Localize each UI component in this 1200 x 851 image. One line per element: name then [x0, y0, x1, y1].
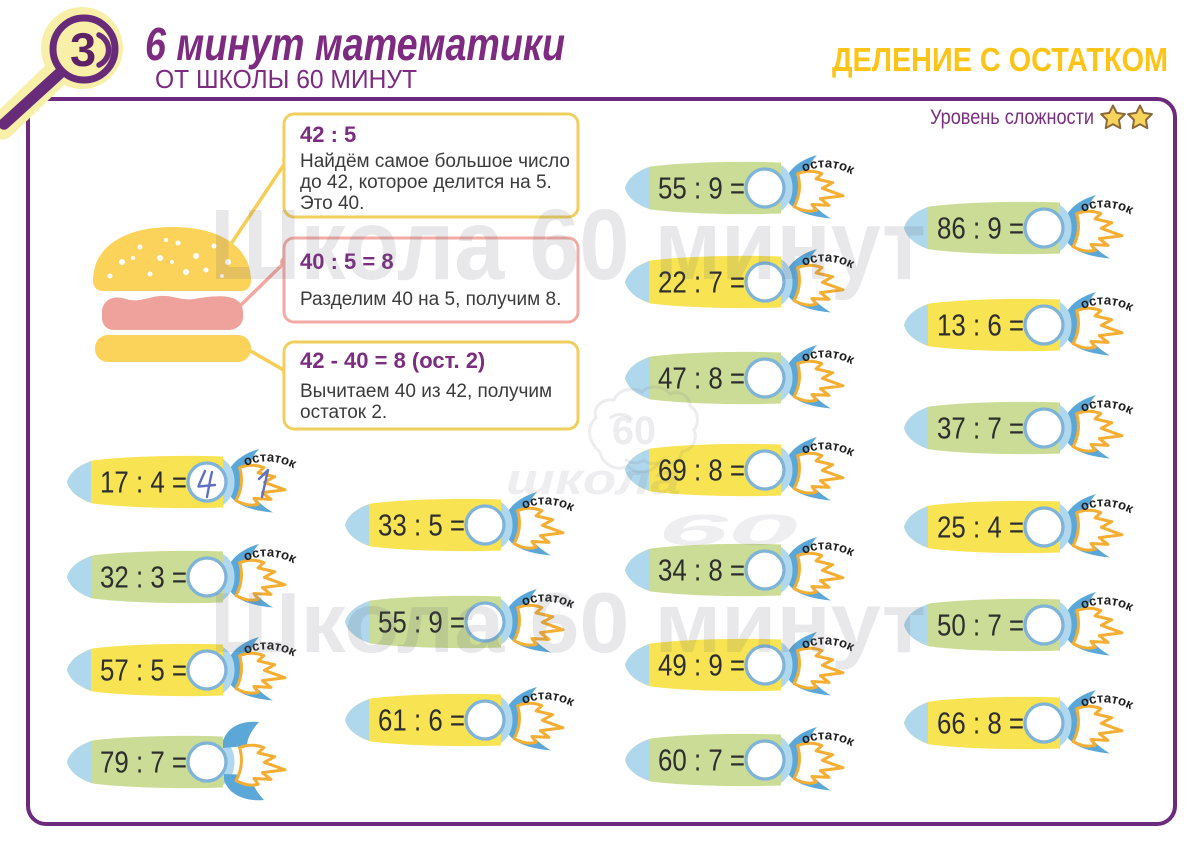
svg-text:17 : 4 =: 17 : 4 = — [100, 465, 187, 500]
svg-text:42 : 5: 42 : 5 — [300, 122, 356, 147]
svg-text:69 : 8 =: 69 : 8 = — [658, 453, 745, 488]
svg-text:Разделим 40 на 5, получим 8.: Разделим 40 на 5, получим 8. — [300, 289, 561, 310]
svg-text:37 : 7 =: 37 : 7 = — [937, 411, 1024, 446]
svg-text:6 минут математики: 6 минут математики — [145, 18, 565, 70]
svg-text:42 - 40 = 8 (ост. 2): 42 - 40 = 8 (ост. 2) — [300, 348, 485, 373]
svg-text:60: 60 — [658, 506, 799, 555]
svg-text:40 : 5 = 8: 40 : 5 = 8 — [300, 249, 394, 274]
svg-text:22 : 7 =: 22 : 7 = — [658, 265, 745, 300]
svg-text:49 : 9 =: 49 : 9 = — [658, 648, 745, 683]
svg-text:33 : 5 =: 33 : 5 = — [378, 508, 465, 543]
svg-text:школа: школа — [506, 455, 681, 504]
svg-text:57 : 5 =: 57 : 5 = — [100, 653, 187, 688]
svg-text:ДЕЛЕНИЕ С ОСТАТКОМ: ДЕЛЕНИЕ С ОСТАТКОМ — [832, 41, 1168, 78]
svg-text:Школа 60 минут: Школа 60 минут — [210, 189, 926, 301]
svg-text:55 : 9 =: 55 : 9 = — [378, 605, 465, 640]
svg-text:60 : 7 =: 60 : 7 = — [658, 743, 745, 778]
svg-text:55 : 9 =: 55 : 9 = — [658, 171, 745, 206]
svg-text:86 : 9 =: 86 : 9 = — [937, 211, 1024, 246]
svg-text:50 : 7 =: 50 : 7 = — [937, 608, 1024, 643]
svg-text:61 : 6 =: 61 : 6 = — [378, 703, 465, 738]
svg-text:3: 3 — [70, 23, 96, 76]
svg-text:66 : 8 =: 66 : 8 = — [937, 706, 1024, 741]
svg-text:до 42, которое делится на 5.: до 42, которое делится на 5. — [300, 172, 552, 193]
svg-text:Найдём самое большое число: Найдём самое большое число — [300, 151, 570, 172]
svg-text:25 : 4 =: 25 : 4 = — [937, 510, 1024, 545]
svg-text:Вычитаем 40 из 42, получим: Вычитаем 40 из 42, получим — [300, 381, 552, 402]
svg-text:Уровень сложности: Уровень сложности — [930, 106, 1094, 129]
svg-text:47 : 8 =: 47 : 8 = — [658, 361, 745, 396]
svg-text:60: 60 — [612, 409, 656, 453]
svg-text:34 : 8 =: 34 : 8 = — [658, 553, 745, 588]
svg-text:остаток 2.: остаток 2. — [300, 402, 387, 423]
svg-text:Это 40.: Это 40. — [300, 193, 364, 214]
svg-text:ОТ ШКОЛЫ 60 МИНУТ: ОТ ШКОЛЫ 60 МИНУТ — [155, 64, 417, 94]
svg-text:79 : 7 =: 79 : 7 = — [100, 745, 187, 780]
svg-text:13 : 6 =: 13 : 6 = — [937, 308, 1024, 343]
svg-text:Школа 60 минут: Школа 60 минут — [210, 576, 926, 671]
svg-text:32 : 3 =: 32 : 3 = — [100, 560, 187, 595]
